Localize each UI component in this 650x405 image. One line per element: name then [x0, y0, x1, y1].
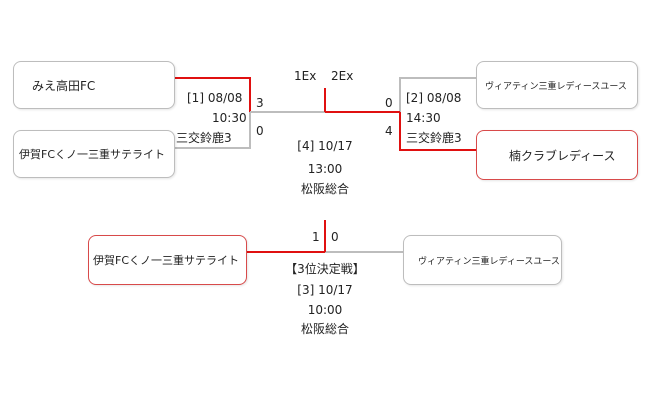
third-time: 10:00 [307, 303, 343, 317]
line-match2-bottom [399, 112, 476, 151]
match1-label: [1] 08/08 [187, 91, 243, 105]
third-score-right: 0 [331, 230, 339, 244]
team-box-bottom-left: 伊賀FCくノ一三重サテライト [13, 130, 175, 178]
team-name: 楠クラブレディース [509, 148, 616, 163]
final-label: [4] 10/17 [297, 139, 353, 153]
team-name: ヴィアティン三重レディースユース [485, 81, 627, 92]
team-name: みえ高田FC [32, 78, 96, 93]
final-venue: 松阪総合 [300, 182, 349, 196]
match1-score-bottom: 0 [256, 124, 264, 138]
final-time: 13:00 [307, 162, 343, 176]
final-score-right: 2Ex [331, 69, 354, 83]
match2-score-bottom: 4 [385, 124, 393, 138]
team-name: 伊賀FCくノ一三重サテライト [93, 254, 240, 267]
match1-time: 10:30 [212, 111, 247, 125]
line-match1-top [175, 77, 251, 112]
team-box-top-left: みえ高田FC [13, 61, 175, 109]
third-label: [3] 10/17 [297, 283, 353, 297]
match1-score-top: 3 [256, 96, 264, 110]
team-box-top-right: ヴィアティン三重レディースユース [476, 61, 638, 109]
team-name: 伊賀FCくノ一三重サテライト [19, 148, 166, 161]
third-title: 【3位決定戦】 [285, 262, 365, 276]
third-score-left: 1 [312, 230, 320, 244]
team-name: ヴィアティン三重レディースユース [418, 256, 560, 267]
final-score-left: 1Ex [294, 69, 317, 83]
match1-venue: 三交鈴鹿3 [176, 131, 232, 145]
third-team-box-left: 伊賀FCくノ一三重サテライト [88, 235, 247, 285]
match2-score-top: 0 [385, 96, 393, 110]
line-match1-bottom [175, 112, 251, 149]
match2-time: 14:30 [406, 111, 441, 125]
match2-label: [2] 08/08 [406, 91, 462, 105]
third-team-box-right: ヴィアティン三重レディースユース [403, 235, 562, 285]
third-venue: 松阪総合 [300, 322, 349, 336]
match2-venue: 三交鈴鹿3 [406, 131, 462, 145]
team-box-bottom-right: 楠クラブレディース [476, 130, 638, 180]
line-match2-top [399, 77, 476, 112]
